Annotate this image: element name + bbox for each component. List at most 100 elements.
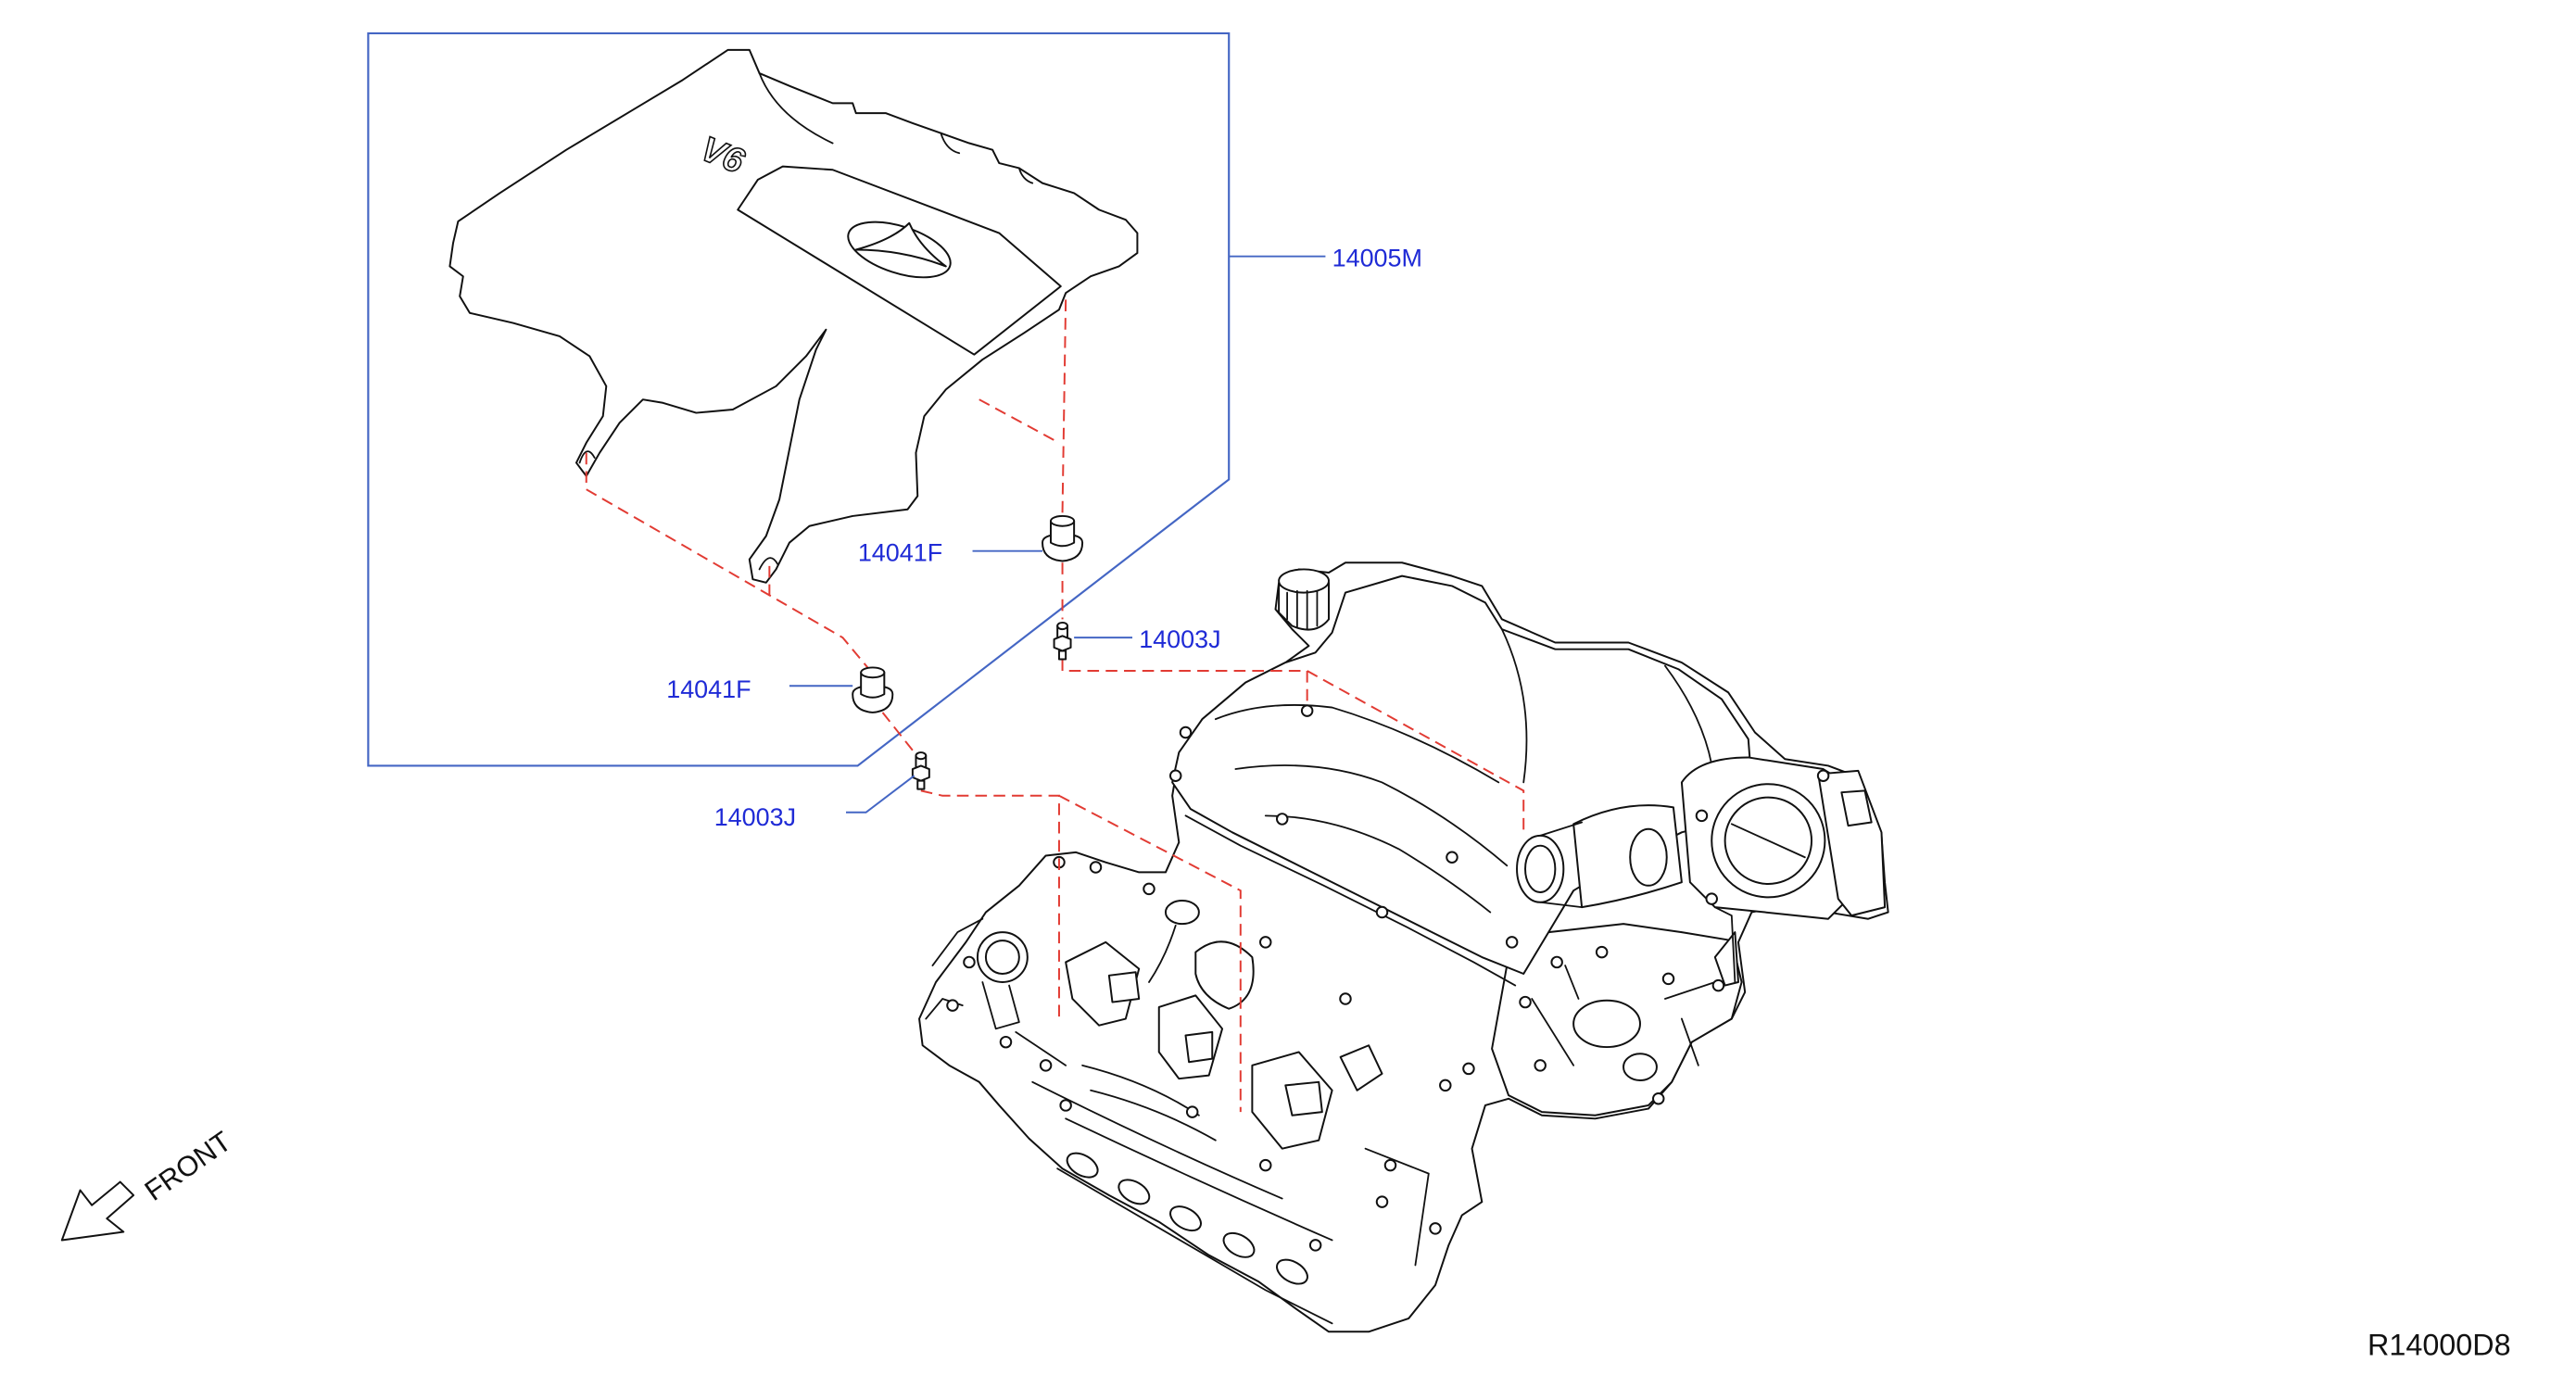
bolt: [1185, 1105, 1199, 1118]
sensor-connector: [1164, 899, 1200, 926]
guide-panel-to-upper-grommet: [979, 299, 1067, 513]
bolt: [1519, 995, 1532, 1009]
bolt: [1059, 1099, 1072, 1112]
bolt: [1816, 769, 1830, 782]
engine-cover: V6: [448, 48, 1139, 584]
bolt: [1383, 1158, 1397, 1172]
plenum-ridges: [1214, 704, 1509, 914]
guide-lower-bolt-to-head: [920, 789, 1242, 1113]
bolt: [999, 1035, 1013, 1049]
valve-cover-ridges: [1031, 1080, 1430, 1267]
bolt: [1375, 1195, 1389, 1208]
exhaust-ports: [1066, 1152, 1308, 1285]
front-arrow-icon: [60, 1180, 135, 1242]
bolt: [1429, 1222, 1442, 1235]
air-inlet-neck: [1539, 821, 1583, 909]
bolt: [1089, 861, 1103, 874]
engine-assembly: [918, 561, 1889, 1333]
filler-cap-ribs: [1286, 589, 1319, 631]
bolt: [1039, 1059, 1053, 1072]
air-inlet-collar-inner: [1524, 844, 1557, 893]
grommet-upper: [1042, 514, 1084, 562]
callout-stud-upper[interactable]: 14003J: [1139, 625, 1220, 653]
grommet-top: [1049, 514, 1076, 527]
throttle-plate: [1730, 823, 1806, 859]
ignition-coil-1: [1065, 940, 1141, 1027]
engine-cover-outline: [448, 48, 1139, 584]
plenum-flange: [1184, 814, 1517, 987]
grommet-body: [860, 671, 886, 699]
bolt: [1275, 813, 1289, 826]
callout-cover[interactable]: 14005M: [1332, 244, 1422, 271]
bolt: [1534, 1059, 1547, 1072]
throttle-body-assembly: [1516, 756, 1887, 920]
head-lower-edge: [1056, 1167, 1333, 1325]
installation-guide-lines: [585, 299, 1525, 1113]
harness-clip: [1339, 1044, 1383, 1091]
bolt: [1462, 1062, 1475, 1076]
ignition-coil-3-connector: [1284, 1080, 1323, 1116]
bolt: [1550, 955, 1563, 969]
bolt: [963, 955, 976, 969]
exhaust-port: [1169, 1205, 1202, 1232]
part-callouts: 14005M 14041F 14003J 14041F 14003J: [666, 244, 1422, 831]
bolt: [1300, 704, 1314, 717]
guide-upper-bolt-to-manifold: [1061, 659, 1525, 836]
brand-logo-icon: [847, 221, 952, 279]
bolt: [946, 999, 959, 1012]
leader-line-stud-lower: [846, 775, 915, 814]
cover-contour-lines: [758, 72, 1034, 184]
orientation-indicator: FRONT: [60, 1126, 237, 1242]
bolt: [1308, 1239, 1322, 1252]
bolt: [1179, 725, 1193, 739]
bolt: [1446, 851, 1458, 864]
engine-bolts: [946, 704, 1830, 1252]
filler-cap-top: [1278, 568, 1331, 594]
exhaust-port: [1066, 1152, 1099, 1179]
callout-stud-lower[interactable]: 14003J: [714, 803, 796, 831]
sensor-dome: [1194, 940, 1255, 1010]
right-head-details: [1531, 965, 1716, 1066]
stud-bolt-upper: [1053, 621, 1072, 661]
left-cylinder-head: [925, 899, 1430, 1325]
bolt: [1652, 1092, 1665, 1105]
stud-thread: [1057, 650, 1067, 661]
stud-thread: [916, 779, 926, 790]
throttle-actuator-connector: [1840, 789, 1873, 827]
exhaust-port: [1276, 1258, 1308, 1285]
callout-grommet-lower[interactable]: 14041F: [666, 675, 751, 703]
cover-mounting-slots: [578, 450, 779, 571]
brand-logo-road: [854, 221, 947, 268]
right-head-pipe: [1713, 906, 1736, 983]
air-duct-opening: [1629, 827, 1668, 887]
exhaust-port: [1118, 1179, 1151, 1205]
grommet-top: [860, 666, 886, 679]
bolt: [1661, 972, 1675, 986]
bolt: [1705, 892, 1718, 905]
bolt: [1168, 769, 1182, 782]
grommet-body: [1049, 520, 1076, 548]
bolt: [1259, 936, 1272, 949]
bolt: [1375, 905, 1389, 919]
component-group-box: [367, 32, 1231, 767]
wiring-harness: [1015, 925, 1217, 1142]
bolt: [1711, 978, 1725, 992]
bolt: [1595, 945, 1609, 959]
callout-grommet-upper[interactable]: 14041F: [858, 538, 942, 566]
stud-hex: [911, 764, 930, 782]
illustration-code: R14000D8: [2368, 1328, 2511, 1361]
timing-cover-boss-small: [1623, 1053, 1658, 1081]
right-cylinder-head: [1491, 906, 1743, 1116]
stud-tip: [915, 751, 928, 761]
ignition-coil-1-connector: [1107, 971, 1141, 1003]
bolt: [1143, 882, 1155, 896]
grommet-lower: [852, 666, 894, 713]
thermostat-bracket: [981, 981, 1020, 1030]
bolt: [1505, 936, 1519, 949]
front-label: FRONT: [139, 1126, 237, 1207]
stud-tip: [1056, 621, 1068, 631]
guide-lower-grommet-to-bolt: [881, 712, 915, 753]
bolt: [1339, 992, 1352, 1005]
stud-hex: [1053, 635, 1072, 652]
exhaust-port: [1222, 1231, 1256, 1258]
